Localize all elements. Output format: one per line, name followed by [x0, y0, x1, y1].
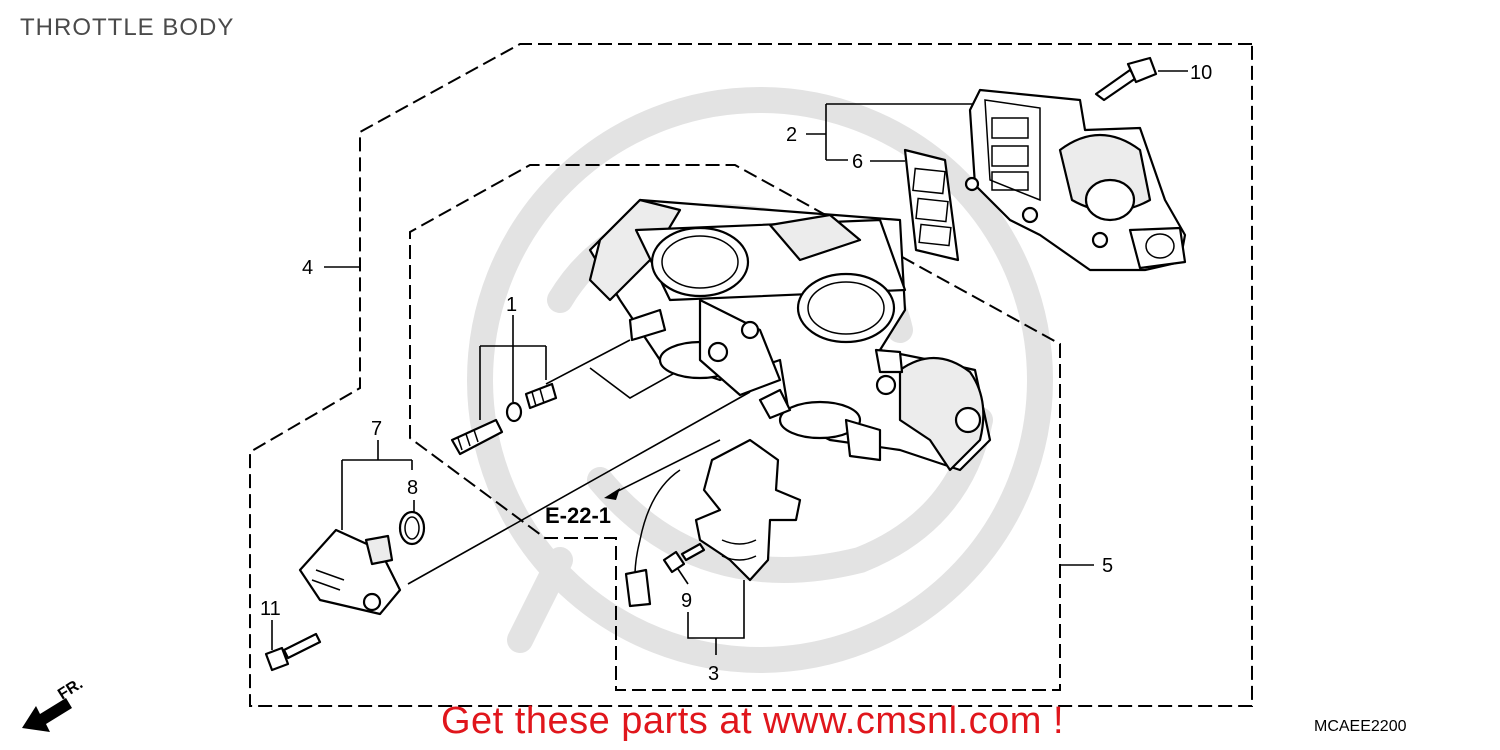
- callout-10: 10: [1190, 62, 1212, 84]
- tp-sensor-bracket-icon: [624, 438, 802, 608]
- callout-1: 1: [506, 294, 517, 316]
- leader-lines: [271, 70, 1188, 655]
- o-ring-icon: [398, 510, 426, 546]
- callout-4: 4: [302, 257, 313, 279]
- callout-6: 6: [852, 151, 863, 173]
- diagram-code: MCAEE2200: [1314, 718, 1407, 735]
- callout-2: 2: [786, 124, 797, 146]
- callout-8: 8: [407, 477, 418, 499]
- callout-3: 3: [708, 663, 719, 685]
- assembly-4-boundary: [249, 43, 1253, 707]
- idle-air-control-valve-icon: [964, 88, 1187, 272]
- callout-11: 11: [260, 598, 281, 620]
- bolt-10-icon: [1094, 56, 1158, 102]
- idle-adjust-screw-icon: [450, 382, 558, 456]
- promo-link[interactable]: Get these parts at www.cmsnl.com !: [440, 700, 1065, 742]
- bolt-11-icon: [264, 632, 322, 672]
- callout-9: 9: [681, 590, 692, 612]
- map-sensor-icon: [298, 528, 402, 616]
- gasket-icon: [903, 148, 960, 262]
- assembly-5-boundary: [409, 164, 1061, 691]
- page-title: THROTTLE BODY: [20, 14, 235, 41]
- callout-5: 5: [1102, 555, 1113, 577]
- callout-7: 7: [371, 418, 382, 440]
- reference-e-22-1: E-22-1: [545, 503, 611, 528]
- throttle-body-icon: [588, 198, 992, 472]
- bolt-9-icon: [662, 542, 706, 574]
